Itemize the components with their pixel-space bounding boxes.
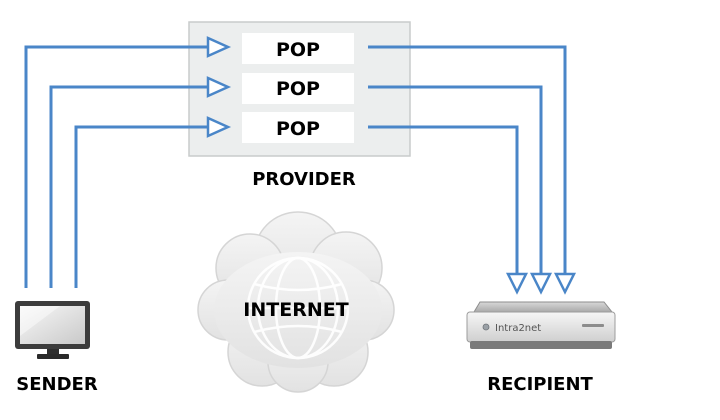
pop-label: POP: [276, 39, 320, 61]
sender-node: SENDER: [15, 301, 98, 395]
globe-icon: [246, 256, 350, 360]
arrowhead-right-icon: [206, 116, 232, 138]
arrowhead-down-icon: [553, 272, 577, 295]
pop-label: POP: [276, 118, 320, 140]
pop-box-2: POP: [242, 73, 354, 104]
connection-line: [74, 125, 207, 288]
recipient-inbound-arrows: [505, 272, 577, 295]
pop-box-3: POP: [242, 112, 354, 143]
recipient-node: Intra2net RECIPIENT: [466, 301, 616, 395]
provider-box: POP POP POP: [188, 21, 411, 157]
internet-cloud: INTERNET: [197, 211, 395, 393]
arrowhead-right-icon: [206, 76, 232, 98]
provider-label: PROVIDER: [252, 169, 356, 190]
connection-line: [49, 85, 207, 288]
pop-inbound-arrows: [206, 36, 232, 138]
sender-label: SENDER: [16, 374, 98, 395]
monitor-icon: [15, 301, 90, 359]
pop-label: POP: [276, 78, 320, 100]
server-appliance-icon: Intra2net: [466, 301, 616, 349]
connection-line: [368, 85, 543, 274]
pop-box-1: POP: [242, 33, 354, 64]
sender-connections: [24, 45, 207, 288]
connection-line: [24, 45, 207, 288]
connection-line: [368, 125, 519, 274]
arrowhead-down-icon: [529, 272, 553, 295]
device-brand-label: Intra2net: [495, 323, 541, 334]
internet-label: INTERNET: [243, 299, 348, 321]
arrowhead-right-icon: [206, 36, 232, 58]
recipient-label: RECIPIENT: [487, 374, 593, 395]
connection-line: [368, 45, 567, 274]
recipient-connections: [368, 45, 567, 274]
arrowhead-down-icon: [505, 272, 529, 295]
